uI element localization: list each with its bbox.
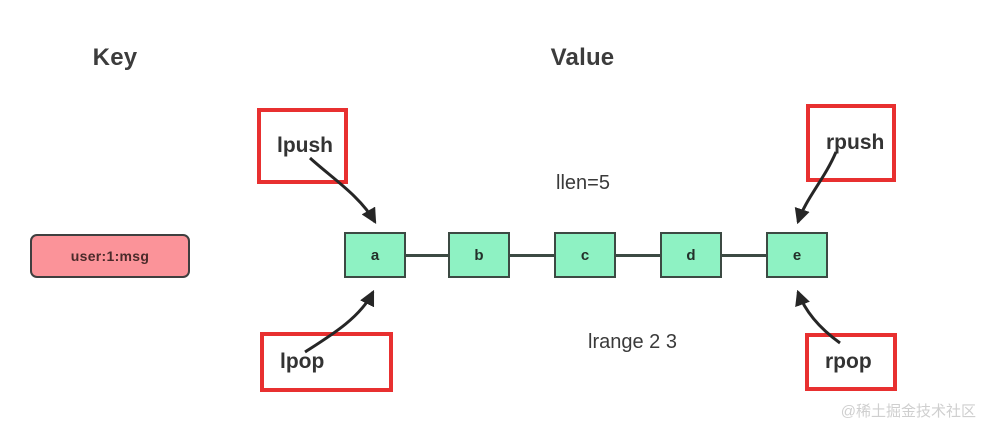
list-link-c-d <box>616 254 660 257</box>
list-node-label: a <box>370 246 380 264</box>
watermark: @稀土掘金技术社区 <box>840 403 976 420</box>
column-heading-value: Value <box>550 44 615 71</box>
list-node-label: e <box>792 246 802 264</box>
list-node-4: e <box>766 232 828 278</box>
list-node-2: c <box>554 232 616 278</box>
annotation-label-lpop: lpop <box>280 350 325 373</box>
list-node-0: a <box>344 232 406 278</box>
annotation-label-rpop: rpop <box>825 350 872 373</box>
annotation-label-rpush: rpush <box>826 131 885 154</box>
column-heading-key: Key <box>92 44 138 71</box>
annotation-box-rpush: rpush <box>806 104 896 182</box>
list-link-d-e <box>722 254 766 257</box>
annotation-box-lpush: lpush <box>257 108 348 184</box>
list-link-b-c <box>510 254 554 257</box>
annotation-box-rpop: rpop <box>805 333 897 391</box>
list-node-label: d <box>686 246 696 264</box>
list-node-1: b <box>448 232 510 278</box>
key-box: user:1:msg <box>30 234 190 278</box>
list-node-label: b <box>474 246 484 264</box>
list-node-3: d <box>660 232 722 278</box>
annotation-box-lpop: lpop <box>260 332 393 392</box>
list-node-label: c <box>580 246 590 264</box>
annotation-label-lpush: lpush <box>277 134 333 157</box>
caption-llen: llen=5 <box>556 172 610 194</box>
key-label: user:1:msg <box>70 248 150 264</box>
caption-lrange: lrange 2 3 <box>588 331 677 353</box>
list-link-a-b <box>406 254 448 257</box>
